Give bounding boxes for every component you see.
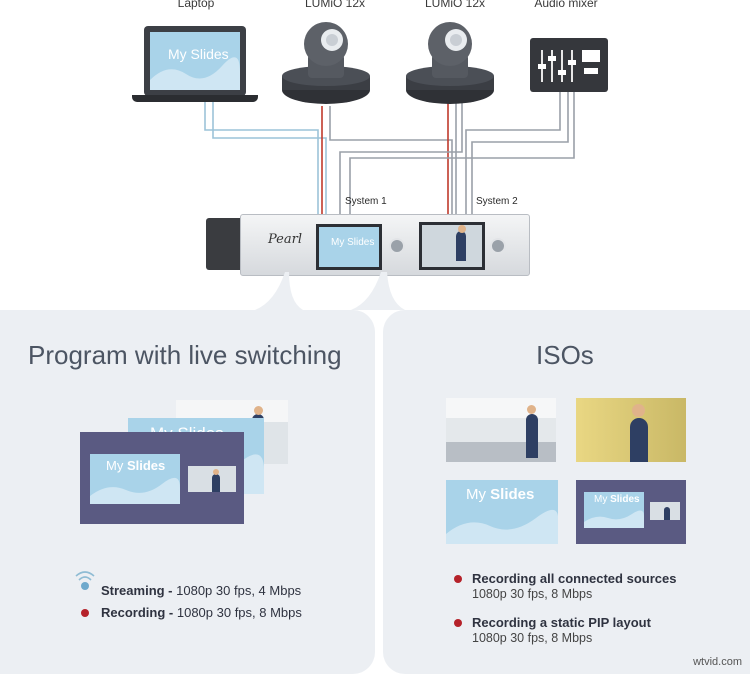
iso-camera2-thumb (576, 398, 686, 462)
laptop-cable (204, 102, 319, 215)
camera2-label: LUMiO 12x (424, 0, 486, 10)
laptop-icon: My Slides (144, 26, 246, 96)
pearl-knob-2 (490, 238, 506, 254)
iso-bullet2-title: Recording a static PIP layout (472, 615, 651, 630)
iso-bullet2-detail: 1080p 30 fps, 8 Mbps (472, 631, 593, 645)
camera2-icon (406, 22, 494, 104)
program-pip-slide: My Slides (80, 432, 244, 524)
iso-bullet2-dot (454, 619, 462, 627)
iso-slides-text: My Slides (466, 486, 535, 503)
isos-title: ISOs (536, 340, 594, 370)
isos-panel (383, 310, 750, 674)
system1-label: System 1 (345, 196, 387, 207)
watermark: wtvid.com (693, 656, 742, 668)
program-pip-text: My Slides (106, 458, 166, 473)
iso-pip-main: My Slides (584, 492, 644, 528)
laptop-label: Laptop (177, 0, 215, 10)
pearl-screen-2 (419, 222, 485, 270)
iso-bullet1-title: Recording all connected sources (472, 571, 677, 586)
program-pip-inset (188, 466, 236, 492)
audio-cable (465, 92, 561, 215)
recording-dot (81, 609, 89, 617)
audio-mixer-icon (530, 38, 608, 92)
recording-item: Recording - 1080p 30 fps, 8 Mbps (101, 605, 302, 620)
iso-bullet1-detail: 1080p 30 fps, 8 Mbps (472, 587, 593, 601)
audio-mixer-label: Audio mixer (534, 0, 598, 10)
pearl-knob-1 (389, 238, 405, 254)
system2-label: System 2 (476, 196, 518, 207)
laptop-base (132, 95, 258, 102)
program-title: Program with live switching (28, 340, 342, 370)
pearl-chassis-side (206, 218, 246, 270)
pearl-screen-1-text: My Slides (331, 237, 375, 248)
camera1-icon (282, 22, 370, 104)
laptop-screen: My Slides (150, 32, 240, 90)
iso-pip-thumb: My Slides (576, 480, 686, 544)
pearl-encoder: Pearl My Slides (206, 214, 530, 276)
iso-camera1-thumb (446, 398, 556, 462)
streaming-icon (75, 571, 95, 590)
laptop-screen-text: My Slides (168, 46, 229, 62)
pearl-screen-1: My Slides (316, 224, 382, 270)
iso-pip-inset (650, 502, 680, 520)
streaming-item: Streaming - 1080p 30 fps, 4 Mbps (101, 583, 302, 598)
iso-slides-thumb: My Slides (446, 480, 558, 544)
program-pip-main: My Slides (90, 454, 180, 504)
pearl-brand: Pearl (268, 232, 302, 247)
panel-connectors (255, 272, 405, 310)
iso-pip-text: My Slides (594, 494, 640, 505)
camera1-label: LUMiO 12x (304, 0, 366, 10)
iso-bullet1-dot (454, 575, 462, 583)
